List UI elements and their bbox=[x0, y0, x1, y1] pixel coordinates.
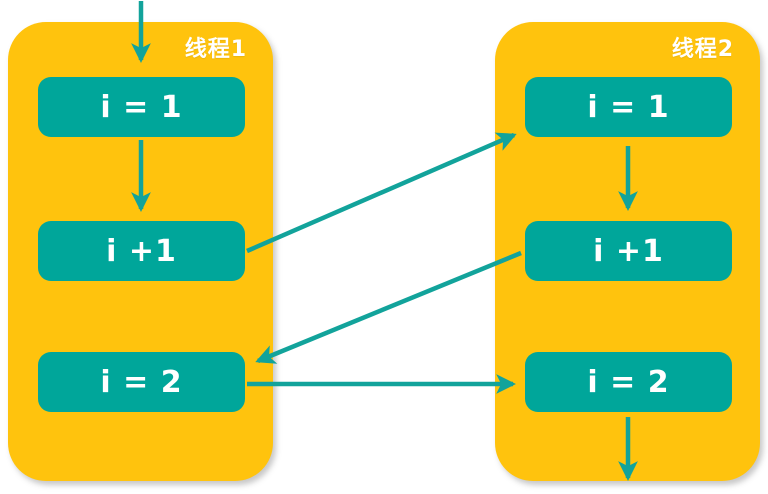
thread1-label: 线程1 bbox=[184, 37, 247, 62]
t1-inc-to-t2-assign1-arrow bbox=[246, 132, 517, 254]
thread1-node-i-plus-1: i +1 bbox=[38, 221, 245, 281]
thread2-label: 线程2 bbox=[671, 37, 734, 62]
thread1-node-i-equals-2: i = 2 bbox=[38, 352, 245, 412]
thread1-node-i-equals-1: i = 1 bbox=[38, 77, 245, 137]
thread2-node-i-plus-1: i +1 bbox=[525, 221, 732, 281]
thread1-container: 线程1 i = 1 i +1 i = 2 bbox=[8, 22, 273, 481]
thread2-node-i-equals-2: i = 2 bbox=[525, 352, 732, 412]
thread2-node-i-equals-1: i = 1 bbox=[525, 77, 732, 137]
thread2-container: 线程2 i = 1 i +1 i = 2 bbox=[495, 22, 760, 481]
t2-inc-to-t1-assign2-arrow bbox=[255, 250, 522, 364]
